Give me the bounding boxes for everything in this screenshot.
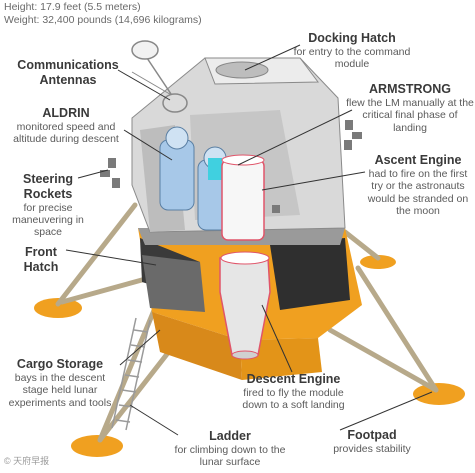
- descent-engine: [219, 251, 271, 360]
- footpad-right: [413, 383, 465, 405]
- front-hatch: [142, 255, 205, 312]
- footpad-front: [71, 435, 123, 457]
- docking-hatch-ring: [215, 61, 269, 79]
- ladder-desc: for climbing down to the lunar surface: [174, 443, 286, 469]
- steering-rockets-left: [100, 158, 120, 188]
- cargo-storage-label: Cargo Storage bays in the descent stage …: [5, 357, 115, 409]
- descent-engine-title: Descent Engine: [246, 372, 341, 386]
- cargo-storage-title: Cargo Storage: [16, 357, 104, 371]
- docking-hatch-desc: for entry to the command module: [293, 45, 411, 71]
- communications-antennas-title: Communications Antennas: [17, 58, 119, 87]
- footpad-title: Footpad: [347, 428, 397, 442]
- footpad-back: [360, 255, 396, 269]
- leader-lines: [65, 44, 433, 436]
- descent-engine-desc: fired to fly the module down to a soft l…: [242, 386, 345, 412]
- communications-antennas: [131, 40, 188, 113]
- steering-rockets-label: Steering Rockets for precise maneuvering…: [8, 172, 88, 239]
- ascent-engine-title: Ascent Engine: [374, 153, 462, 167]
- steering-rockets-right: [272, 120, 362, 213]
- cargo-storage-desc: bays in the descent stage held lunar exp…: [8, 371, 112, 409]
- ladder-label: Ladder for climbing down to the lunar su…: [170, 429, 290, 469]
- ladder-title: Ladder: [209, 429, 251, 443]
- ascent-engine-label: Ascent Engine had to fire on the first t…: [362, 153, 474, 217]
- watermark: © 天府早报: [4, 456, 50, 466]
- aldrin-label: ALDRIN monitored speed and altitude duri…: [5, 106, 127, 146]
- armstrong-label: ARMSTRONG flew the LM manually at the cr…: [345, 82, 475, 134]
- aldrin-title: ALDRIN: [42, 106, 90, 120]
- footpad-left: [34, 298, 82, 318]
- aldrin-desc: monitored speed and altitude during desc…: [13, 120, 119, 146]
- front-hatch-title: Front Hatch: [23, 245, 59, 274]
- window-cyan: [208, 158, 222, 180]
- docking-hatch-label: Docking Hatch for entry to the command m…: [292, 31, 412, 71]
- steering-rockets-title: Steering Rockets: [22, 172, 73, 201]
- descent-engine-label: Descent Engine fired to fly the module d…: [236, 372, 351, 412]
- armstrong-title: ARMSTRONG: [369, 82, 451, 96]
- ascent-engine: [221, 154, 265, 241]
- docking-hatch-title: Docking Hatch: [308, 31, 396, 45]
- ascent-engine-desc: had to fire on the first try or the astr…: [367, 167, 469, 217]
- steering-rockets-desc: for precise maneuvering in space: [12, 201, 84, 239]
- footpad-label: Footpad provides stability: [320, 428, 424, 455]
- ladder: [111, 317, 151, 431]
- armstrong-desc: flew the LM manually at the critical fin…: [346, 96, 474, 134]
- height-stat: Height: 17.9 feet (5.5 meters): [4, 1, 141, 13]
- footpad-desc: provides stability: [333, 442, 411, 455]
- weight-stat: Weight: 32,400 pounds (14,696 kilograms): [4, 14, 202, 26]
